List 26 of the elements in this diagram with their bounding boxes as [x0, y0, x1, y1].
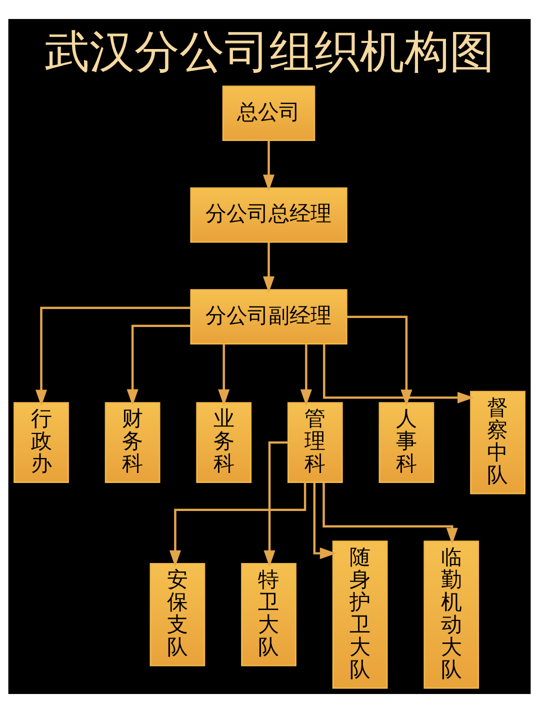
arrow: [313, 482, 336, 559]
arrow: [126, 324, 191, 406]
arrow: [169, 482, 306, 566]
node-box: 分公司总经理: [190, 186, 348, 242]
node-box: 特卫大队: [241, 562, 296, 666]
arrow: [262, 140, 275, 191]
arrow: [218, 344, 230, 406]
diagram-title: 武汉分公司组织机构图: [44, 24, 494, 78]
node-box: 临勤机动大队: [424, 540, 480, 688]
arrow: [346, 315, 412, 406]
node-box: 管理科: [287, 402, 343, 482]
arrow: [35, 306, 190, 406]
node-box: 总公司: [222, 85, 316, 140]
node-box: 随身护卫大队: [332, 540, 388, 688]
arrow: [264, 440, 288, 566]
arrow: [323, 344, 474, 403]
node-box: 督察中队: [470, 390, 526, 494]
node-box: 安保支队: [150, 562, 206, 666]
node-box: 分公司副经理: [190, 288, 348, 344]
node-box: 人事科: [378, 402, 434, 482]
node-box: 业务科: [196, 402, 252, 482]
arrow: [300, 344, 312, 406]
arrow: [322, 482, 458, 544]
arrow: [262, 242, 275, 292]
node-box: 财务科: [104, 402, 160, 482]
node-box: 行政办: [14, 402, 69, 482]
